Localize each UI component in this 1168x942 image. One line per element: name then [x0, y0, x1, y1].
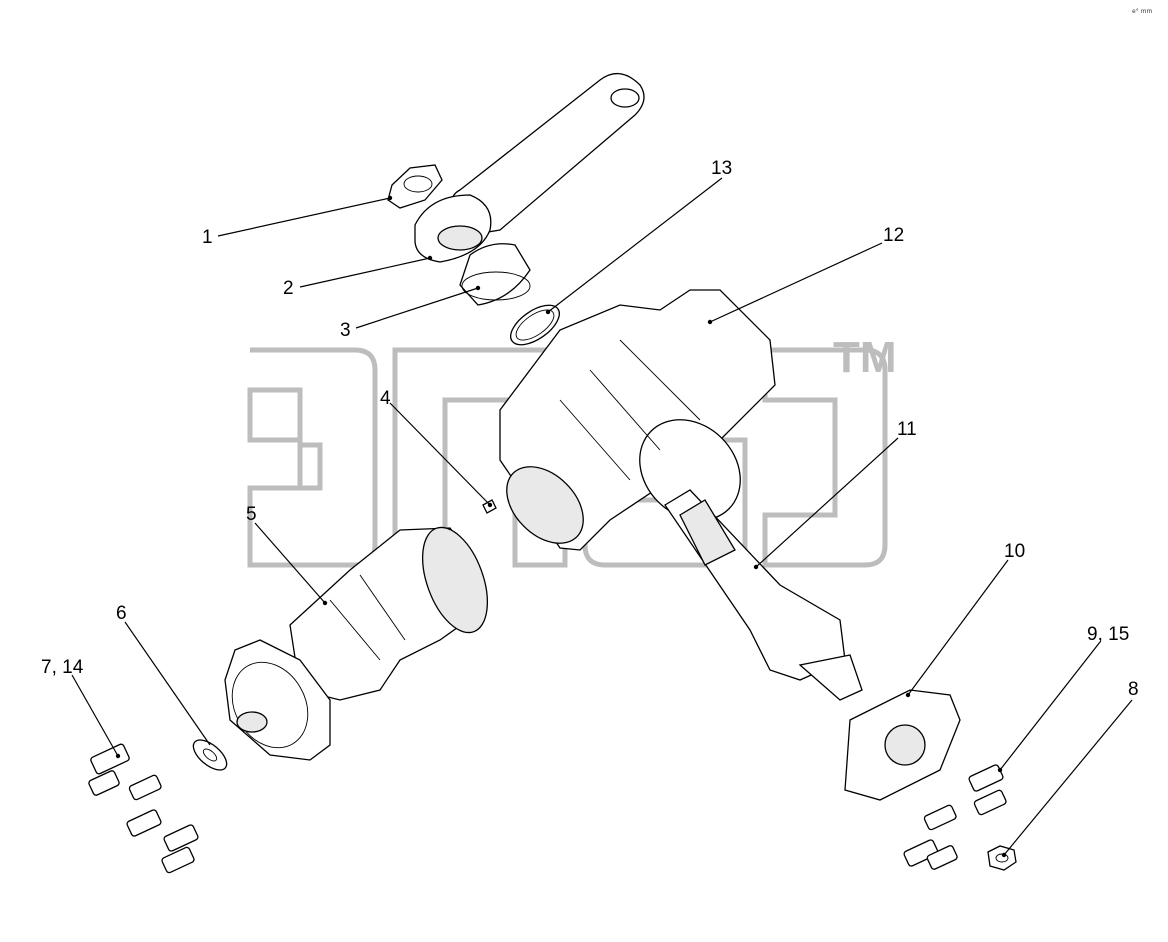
leader-11 — [755, 437, 899, 568]
callout-3: 3 — [340, 320, 351, 341]
leader-9-15 — [999, 641, 1101, 771]
sector-shaft-part — [664, 489, 863, 701]
ring-part — [510, 304, 560, 346]
valve-body-part — [289, 526, 488, 701]
callout-8: 8 — [1128, 679, 1139, 700]
leader-lines — [71, 177, 1133, 858]
cone-seal-part — [459, 243, 531, 306]
front-cover-part — [224, 639, 331, 761]
bolts-right-group — [903, 764, 1007, 870]
leader-8 — [1003, 699, 1133, 856]
callout-9-15: 9, 15 — [1087, 624, 1129, 645]
trademark-label: TM — [833, 333, 897, 382]
callout-5: 5 — [246, 504, 257, 525]
leader-5 — [254, 522, 326, 604]
pitman-arm-part — [414, 73, 645, 263]
callout-10: 10 — [1004, 541, 1025, 562]
leader-10 — [907, 559, 1009, 696]
callout-labels: 1 2 3 4 5 6 7, 14 8 9, 15 10 11 12 13 — [41, 158, 1139, 700]
washer-part — [192, 739, 228, 771]
callout-1: 1 — [202, 227, 213, 248]
nut-part — [387, 164, 443, 209]
leader-6 — [124, 621, 211, 746]
corner-note: e° mm — [1132, 8, 1152, 15]
leader-12 — [709, 242, 883, 323]
callout-4: 4 — [380, 388, 391, 409]
leader-2 — [299, 257, 431, 288]
leader-4 — [389, 402, 491, 506]
callout-7-14: 7, 14 — [41, 657, 84, 678]
callout-2: 2 — [283, 278, 294, 299]
gear-housing-part — [499, 289, 776, 551]
callout-11: 11 — [897, 419, 917, 440]
leader-7-14 — [71, 674, 119, 757]
leader-13 — [547, 177, 723, 313]
leader-3 — [355, 287, 479, 329]
bolts-left-group — [88, 743, 199, 874]
rear-cover-part — [844, 689, 961, 801]
leader-1 — [217, 197, 391, 237]
callout-13: 13 — [711, 158, 732, 179]
lock-nut-part — [987, 845, 1017, 871]
callout-6: 6 — [116, 603, 127, 624]
callout-12: 12 — [883, 225, 904, 246]
